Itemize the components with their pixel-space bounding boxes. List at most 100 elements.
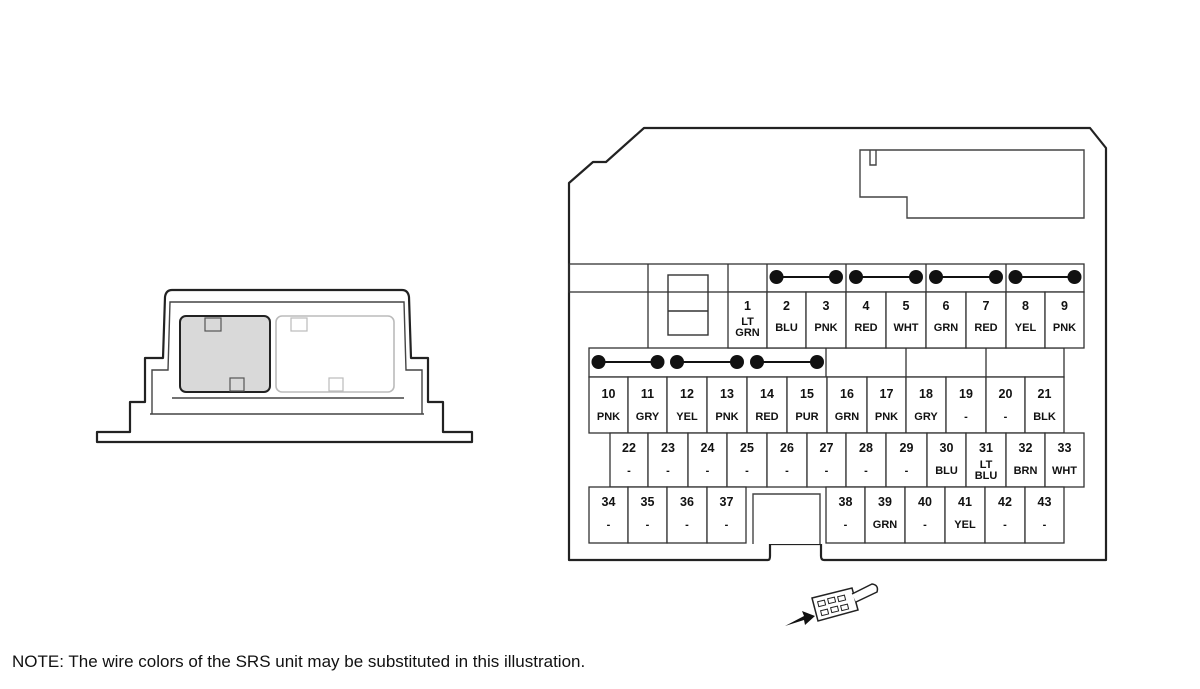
pin-cell-border (984, 486, 1026, 544)
pin-wire-color: GRN (735, 327, 760, 339)
shorting-bar-dot (750, 355, 764, 369)
pin-cell-40: 40- (904, 486, 946, 544)
pin-wire-color: - (864, 465, 868, 477)
pin-number: 6 (943, 299, 950, 313)
center-notch (752, 493, 821, 544)
pin-cell-28: 28- (845, 432, 887, 488)
pin-cell-border (864, 486, 906, 544)
keying-slot (667, 274, 709, 336)
pin-wire-color: LT (741, 316, 754, 328)
shorting-bar-dot (1067, 270, 1082, 284)
shorting-bar-2-3 (769, 270, 843, 284)
pin-cell-border (1044, 432, 1085, 488)
pin-wire-color: GRY (914, 411, 938, 423)
pin-cell-border (905, 376, 947, 434)
socket-latch-bottom (229, 377, 245, 392)
pin-cell-22: 22- (609, 432, 649, 488)
pin-cell-27: 27- (806, 432, 847, 488)
pin-cell-border (706, 376, 748, 434)
plug-cavity-icon (816, 599, 827, 608)
plug-cavity-icon (836, 594, 847, 603)
socket-latch-top (204, 317, 222, 332)
shorting-bar-4-5 (849, 270, 923, 284)
pin-wire-color: - (825, 465, 829, 477)
pin-cell-border (588, 376, 629, 434)
pin-cell-border (726, 432, 768, 488)
pin-wire-color: - (905, 465, 909, 477)
shorting-bar-dot (989, 270, 1003, 284)
shorting-bar-dot (909, 270, 923, 284)
pin-number: 24 (701, 441, 715, 455)
shorting-bar-dot (829, 270, 843, 284)
connector-face-view: 1LTGRN2BLU3PNK4RED5WHT6GRN7RED8YEL9PNK10… (567, 126, 1108, 562)
pin-number: 4 (863, 299, 870, 313)
pin-cell-border (1044, 291, 1085, 349)
pin-wire-color: RED (755, 411, 778, 423)
plug-cavity-icon (829, 605, 840, 614)
pin-wire-color: RED (974, 322, 997, 334)
pin-cell-border (687, 432, 728, 488)
pin-wire-color: YEL (676, 411, 698, 423)
pin-wire-color: - (725, 519, 729, 531)
pin-wire-color: - (607, 519, 611, 531)
pin-number: 14 (760, 387, 774, 401)
pin-number: 3 (823, 299, 830, 313)
pin-cell-border (666, 486, 708, 544)
plug-cable-icon (851, 583, 879, 603)
shorting-bar-dot (670, 355, 684, 369)
pin-number: 41 (958, 495, 972, 509)
pin-grid: 1LTGRN2BLU3PNK4RED5WHT6GRN7RED8YEL9PNK10… (568, 263, 1085, 544)
connector-socket-empty (275, 315, 395, 393)
shorting-bar-dot (730, 355, 744, 369)
plug-cavity-icon (826, 596, 837, 605)
pin-cell-border (666, 376, 708, 434)
shorting-bar-dot (591, 355, 606, 369)
srs-unit-inner-shell (151, 301, 423, 414)
pin-cell-26: 26 - (766, 432, 808, 488)
pin-cell-36: 36- (666, 486, 708, 544)
pin-cell-35: 35- (627, 486, 668, 544)
pin-cell-border (1024, 376, 1065, 434)
pin-wire-color: - (706, 465, 710, 477)
pin-number: 1 (744, 299, 751, 313)
pin-number: 34 (602, 495, 616, 509)
pin-wire-color: GRN (934, 322, 959, 334)
pin-number: 19 (959, 387, 973, 401)
connector-housing-outline (567, 126, 1108, 562)
pin-number: 8 (1022, 299, 1029, 313)
pin-cell-19: 19- (945, 376, 987, 434)
pin-wire-color: - (646, 519, 650, 531)
shorting-bar-dot (810, 355, 824, 369)
pin-number: 21 (1038, 387, 1052, 401)
pin-cell-border (805, 291, 847, 349)
pin-number: 26 (780, 441, 794, 455)
pin-number: 11 (641, 387, 654, 401)
pin-number: 29 (900, 441, 914, 455)
connector-view-indicator-icon (785, 583, 879, 626)
pin-wire-color: - (785, 465, 789, 477)
pin-cell-border (746, 376, 788, 434)
pin-cell-20: 20- (985, 376, 1026, 434)
empty-socket-latch-bottom (328, 377, 344, 392)
pin-cell-border (845, 291, 887, 349)
pin-number: 17 (880, 387, 894, 401)
pin-cell-border (904, 486, 946, 544)
pin-wire-color: LT (980, 459, 993, 471)
pin-number: 40 (918, 495, 932, 509)
pin-wire-color: YEL (1015, 322, 1037, 334)
